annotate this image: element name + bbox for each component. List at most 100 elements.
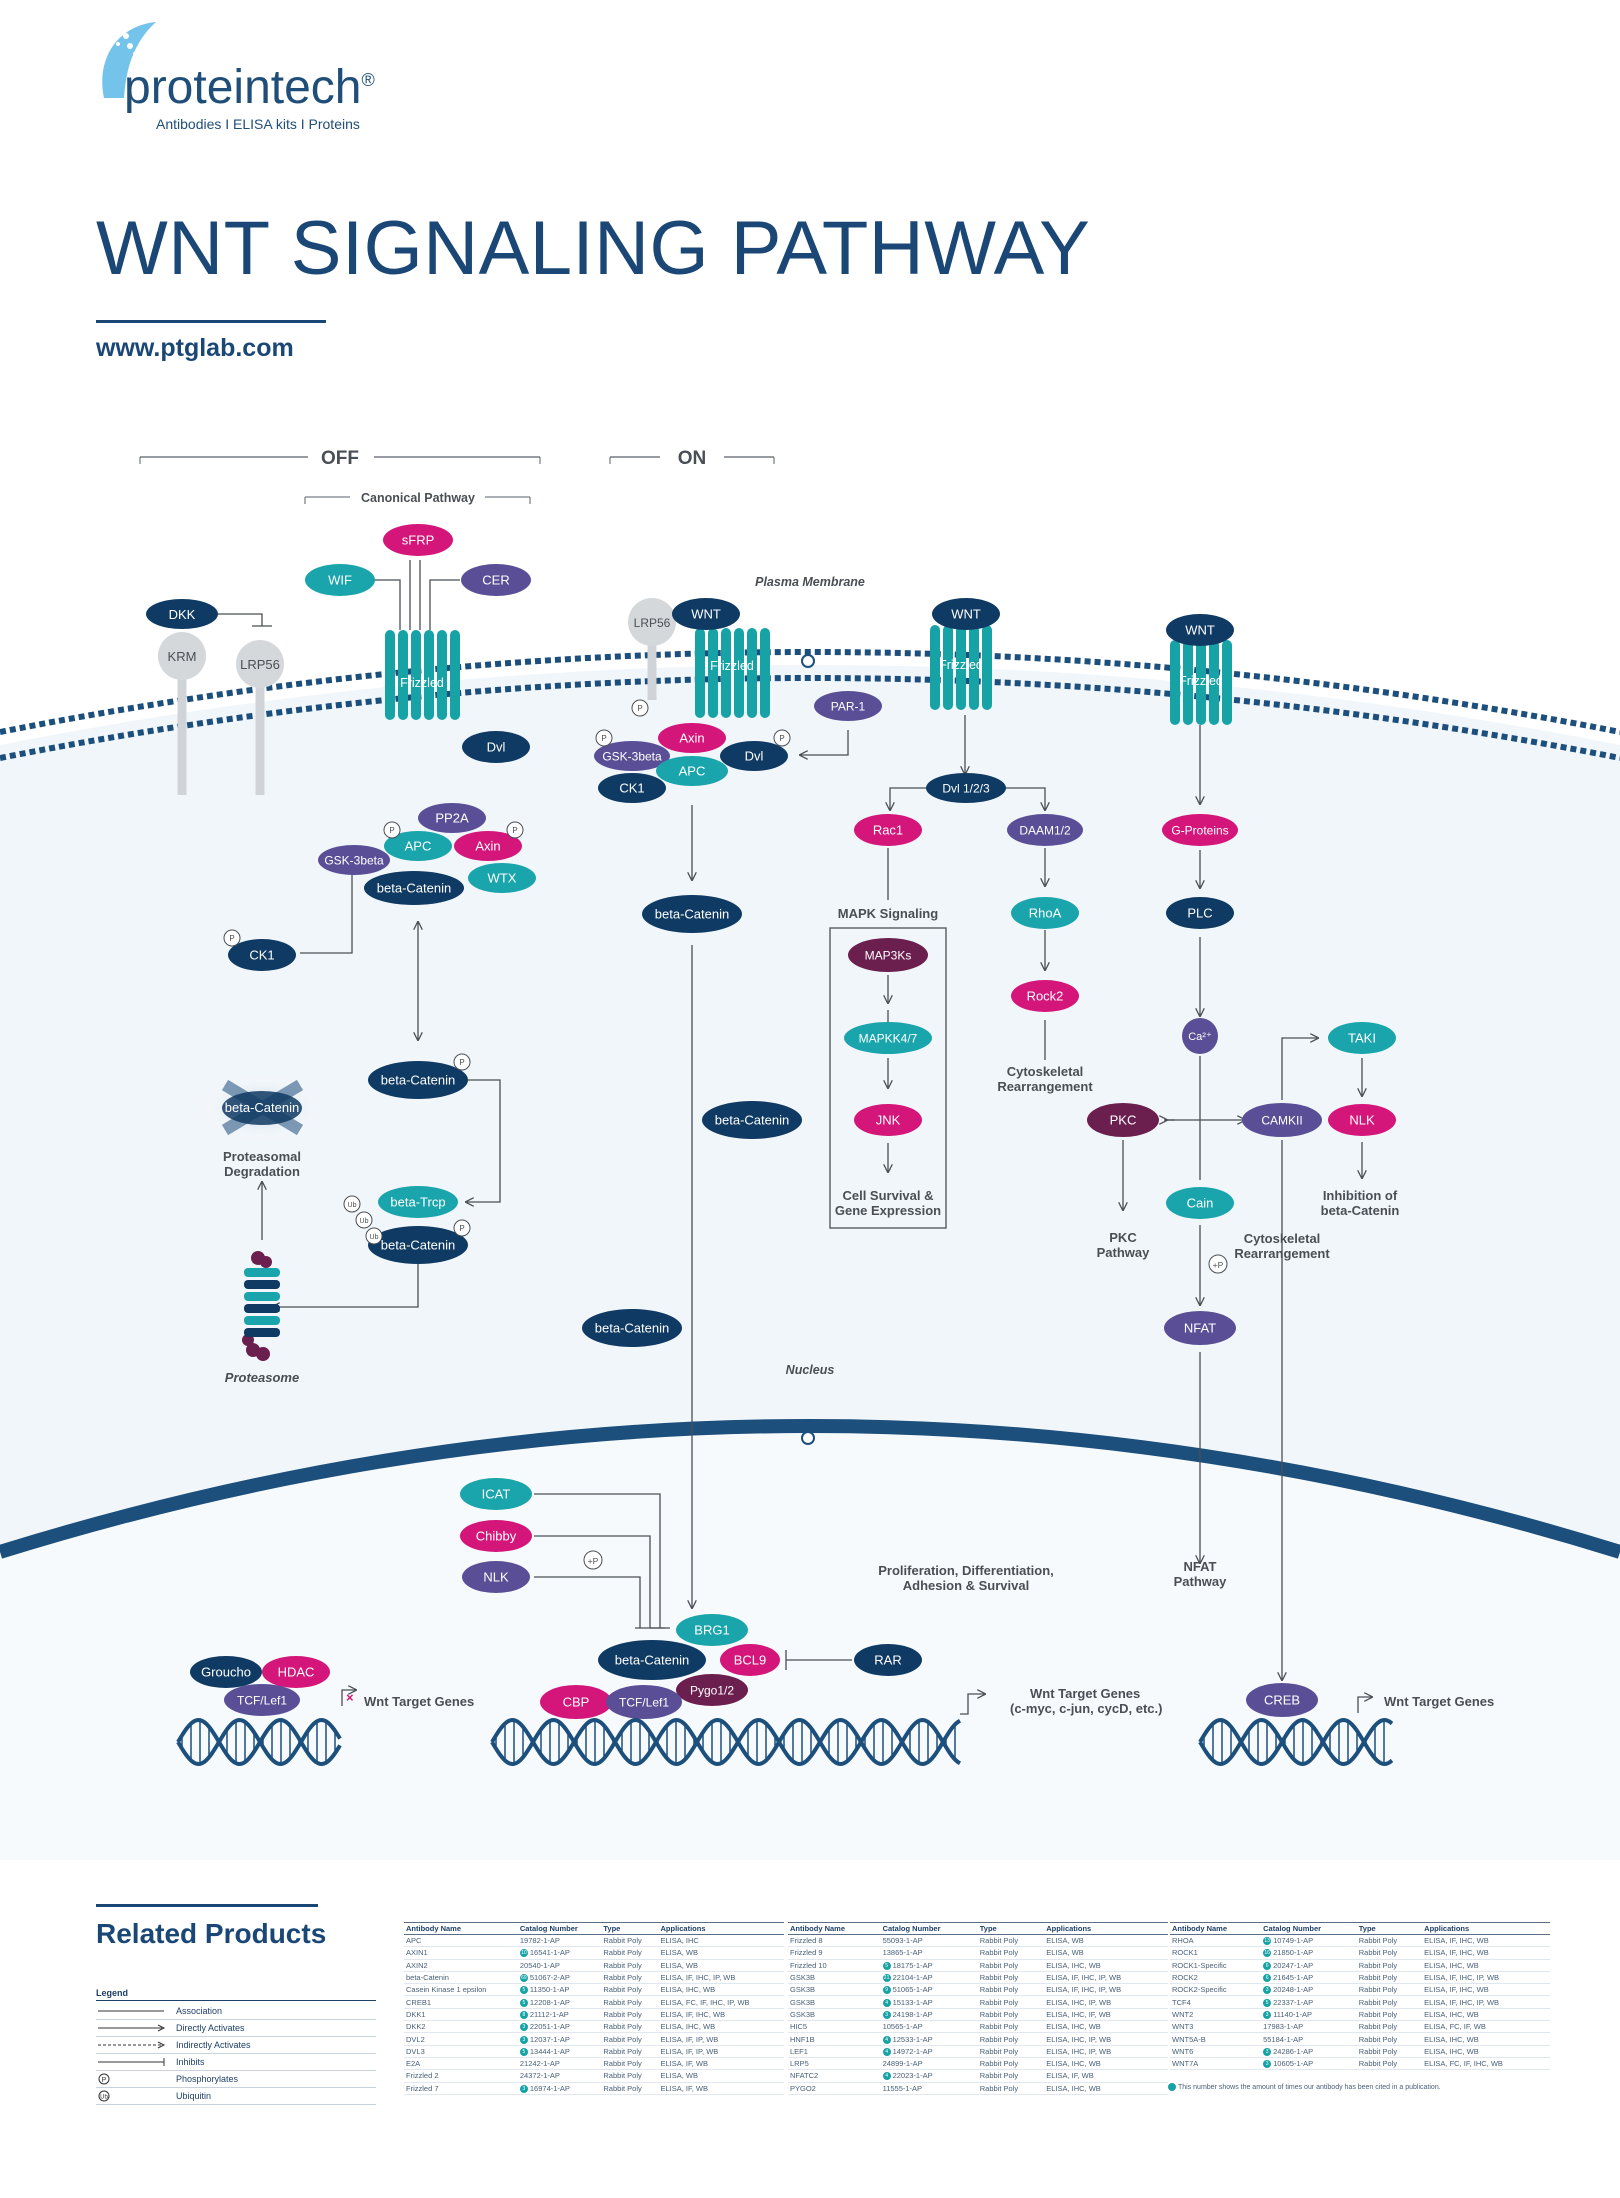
bcat-ub-node[interactable]: beta-Catenin — [368, 1226, 468, 1264]
svg-text:Dvl: Dvl — [745, 749, 764, 764]
svg-text:beta-Catenin: beta-Catenin — [615, 1653, 689, 1668]
ca-node[interactable]: Ca²⁺ — [1182, 1018, 1218, 1054]
svg-text:Ub: Ub — [370, 1234, 379, 1241]
bcat-on2-node[interactable]: beta-Catenin — [702, 1101, 802, 1139]
proliferation-label-1: Proliferation, Differentiation, — [878, 1563, 1054, 1578]
phosphate-badge: P — [595, 729, 613, 747]
ck1-on-node[interactable]: CK1 — [598, 773, 666, 803]
rock2-node[interactable]: Rock2 — [1011, 980, 1079, 1012]
cbp-node[interactable]: CBP — [540, 1685, 612, 1719]
wtx-node[interactable]: WTX — [468, 863, 536, 893]
gsk-off-node[interactable]: GSK-3beta — [318, 845, 390, 875]
gsk-on-node[interactable]: GSK-3beta — [594, 741, 670, 771]
pp2a-node[interactable]: PP2A — [418, 803, 486, 833]
citation-count-icon: 4 — [882, 2035, 891, 2044]
svg-text:Ub: Ub — [100, 2095, 108, 2101]
bcat-on1-node[interactable]: beta-Catenin — [642, 895, 742, 933]
wif-node[interactable]: WIF — [305, 564, 375, 596]
inhibition-label-1: Inhibition of — [1323, 1188, 1398, 1203]
dvl123-node[interactable]: Dvl 1/2/3 — [926, 773, 1006, 803]
map3ks-node[interactable]: MAP3Ks — [848, 938, 928, 972]
wnt-pcp-node[interactable]: WNT — [932, 598, 1000, 630]
icat-node[interactable]: ICAT — [460, 1478, 532, 1510]
krm-receptor: KRM — [158, 632, 206, 795]
bcl9-node[interactable]: BCL9 — [720, 1644, 780, 1676]
creb-node[interactable]: CREB — [1246, 1683, 1318, 1717]
bcat-on3-node[interactable]: beta-Catenin — [582, 1309, 682, 1347]
pygo-node[interactable]: Pygo1/2 — [676, 1674, 748, 1706]
on-label: ON — [678, 448, 707, 469]
jnk-node[interactable]: JNK — [854, 1104, 922, 1136]
citation-count-icon: 6 — [1263, 1961, 1272, 1970]
apc-off-node[interactable]: APC — [384, 831, 452, 861]
svg-text:TCF/Lef1: TCF/Lef1 — [237, 1693, 287, 1707]
brg1-node[interactable]: BRG1 — [676, 1614, 748, 1646]
axin-off-node[interactable]: Axin — [454, 831, 522, 861]
svg-text:Pygo1/2: Pygo1/2 — [690, 1683, 734, 1697]
rar-node[interactable]: RAR — [854, 1644, 922, 1676]
lrp56-on-receptor: LRP56 — [628, 598, 676, 700]
svg-text:CK1: CK1 — [249, 948, 274, 963]
chibby-node[interactable]: Chibby — [460, 1520, 532, 1552]
svg-text:beta-Trcp: beta-Trcp — [390, 1195, 445, 1210]
svg-text:Frizzled: Frizzled — [939, 658, 983, 672]
nlk-nuc-node[interactable]: NLK — [462, 1561, 530, 1593]
nuclear-envelope — [0, 1419, 1620, 1559]
svg-text:P: P — [779, 734, 784, 743]
nfat-node[interactable]: NFAT — [1164, 1311, 1236, 1345]
svg-text:+P: +P — [588, 1556, 599, 1566]
rac1-node[interactable]: Rac1 — [854, 814, 922, 846]
bcat-nuc-node[interactable]: beta-Catenin — [598, 1640, 706, 1680]
sfrp-node[interactable]: sFRP — [383, 524, 453, 556]
svg-text:P: P — [459, 1058, 464, 1067]
ck1-off-node[interactable]: CK1 — [228, 939, 296, 971]
svg-text:DAAM1/2: DAAM1/2 — [1019, 823, 1071, 837]
btrcp-node[interactable]: beta-Trcp — [378, 1186, 458, 1218]
dkk-node[interactable]: DKK — [146, 599, 218, 629]
rhoa-node[interactable]: RhoA — [1011, 897, 1079, 929]
axin-on-node[interactable]: Axin — [658, 723, 726, 753]
svg-text:CAMKII: CAMKII — [1261, 1113, 1302, 1127]
dvl-on-node[interactable]: Dvl — [720, 741, 788, 771]
related-divider — [96, 1904, 318, 1907]
apc-on-node[interactable]: APC — [656, 756, 728, 786]
groucho-node[interactable]: Groucho — [190, 1656, 262, 1688]
wnt-ca-node[interactable]: WNT — [1166, 614, 1234, 646]
citation-count-icon: 5 — [882, 1961, 891, 1970]
dvl-off-node[interactable]: Dvl — [462, 731, 530, 763]
mapkk-node[interactable]: MAPKK4/7 — [844, 1022, 932, 1054]
tcf-mid-node[interactable]: TCF/Lef1 — [606, 1685, 682, 1719]
hdac-node[interactable]: HDAC — [262, 1656, 330, 1688]
taki-node[interactable]: TAKI — [1328, 1022, 1396, 1054]
bcat-off-node[interactable]: beta-Catenin — [364, 871, 464, 905]
nlk-node[interactable]: NLK — [1328, 1104, 1396, 1136]
camkii-node[interactable]: CAMKII — [1242, 1103, 1322, 1137]
daam-node[interactable]: DAAM1/2 — [1007, 814, 1083, 846]
wnt-node[interactable]: WNT — [672, 598, 740, 630]
svg-text:P: P — [229, 934, 234, 943]
svg-text:Frizzled: Frizzled — [400, 676, 444, 690]
site-url-link[interactable]: www.ptglab.com — [96, 334, 294, 362]
bcat-p-node[interactable]: beta-Catenin — [368, 1061, 468, 1099]
column-header: Applications — [1422, 1922, 1550, 1935]
cain-node[interactable]: Cain — [1166, 1187, 1234, 1219]
plc-node[interactable]: PLC — [1166, 897, 1234, 929]
svg-text:APC: APC — [679, 764, 706, 779]
gproteins-node[interactable]: G-Proteins — [1162, 814, 1238, 846]
citation-count-icon: 5 — [519, 1998, 528, 2007]
cer-node[interactable]: CER — [461, 564, 531, 596]
wnt-targets-mid-1: Wnt Target Genes — [1030, 1686, 1140, 1701]
par1-node[interactable]: PAR-1 — [814, 691, 882, 721]
legend-inhibits: Inhibits — [96, 2054, 376, 2071]
frizzled-on-canonical: Frizzled — [695, 628, 770, 718]
pkc-node[interactable]: PKC — [1087, 1103, 1159, 1137]
svg-text:LRP56: LRP56 — [634, 616, 671, 630]
tcf-left-node[interactable]: TCF/Lef1 — [224, 1684, 300, 1716]
